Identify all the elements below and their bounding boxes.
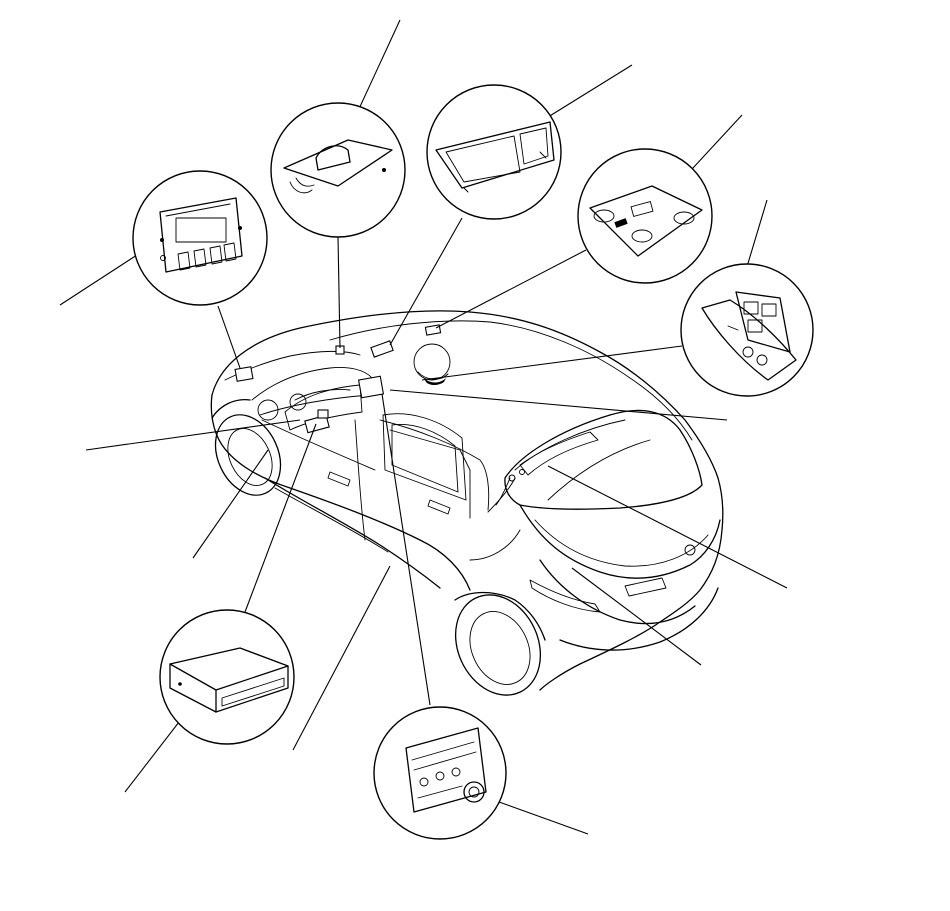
callout-map-light <box>435 114 743 329</box>
callout-switch <box>421 199 814 397</box>
callout-control-unit <box>59 170 268 369</box>
leader-lines <box>85 389 788 751</box>
antenna-icon <box>283 139 393 194</box>
callout-roof-antenna <box>270 19 406 349</box>
callout-climate-control <box>373 393 589 840</box>
display-icon <box>435 121 555 193</box>
callout-audio-unit <box>124 423 317 793</box>
climate-panel-icon <box>405 727 487 813</box>
car-body <box>210 310 724 696</box>
audio-unit-icon <box>169 647 289 713</box>
control-unit-icon <box>159 197 243 273</box>
callout-navigation-display <box>389 64 633 346</box>
map-light-icon <box>589 185 703 257</box>
switch-icon <box>701 291 797 381</box>
